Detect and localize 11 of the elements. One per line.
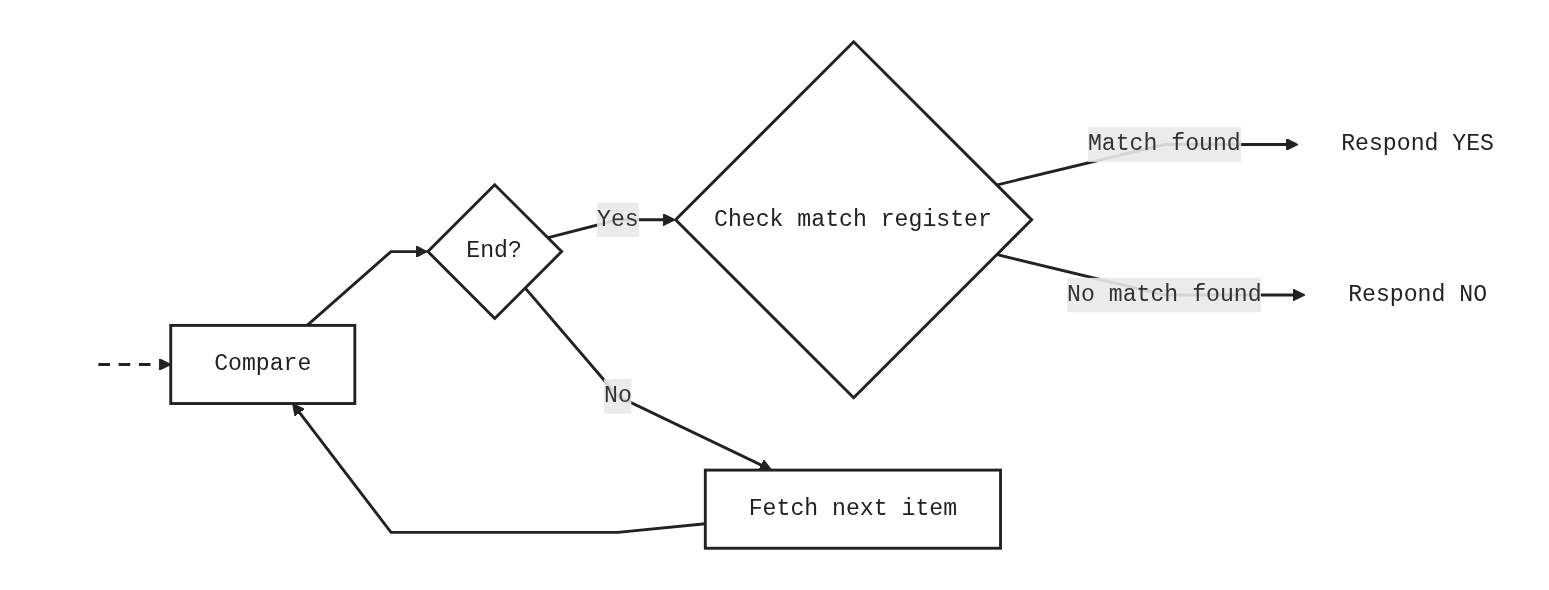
- node-box: Fetch next item: [703, 468, 1002, 550]
- node-text: Respond YES: [1341, 131, 1495, 158]
- arrow: [523, 286, 773, 471]
- node-box: Compare: [169, 323, 357, 405]
- node-diamond: Check match register: [673, 39, 1034, 400]
- edge-label: Yes: [597, 206, 639, 233]
- edge-label: No: [604, 383, 632, 410]
- node-diamond: End?: [425, 182, 564, 321]
- edge-label: Match found: [1087, 131, 1241, 158]
- edge-label: No match found: [1067, 281, 1262, 309]
- node-text: Respond NO: [1348, 281, 1488, 309]
